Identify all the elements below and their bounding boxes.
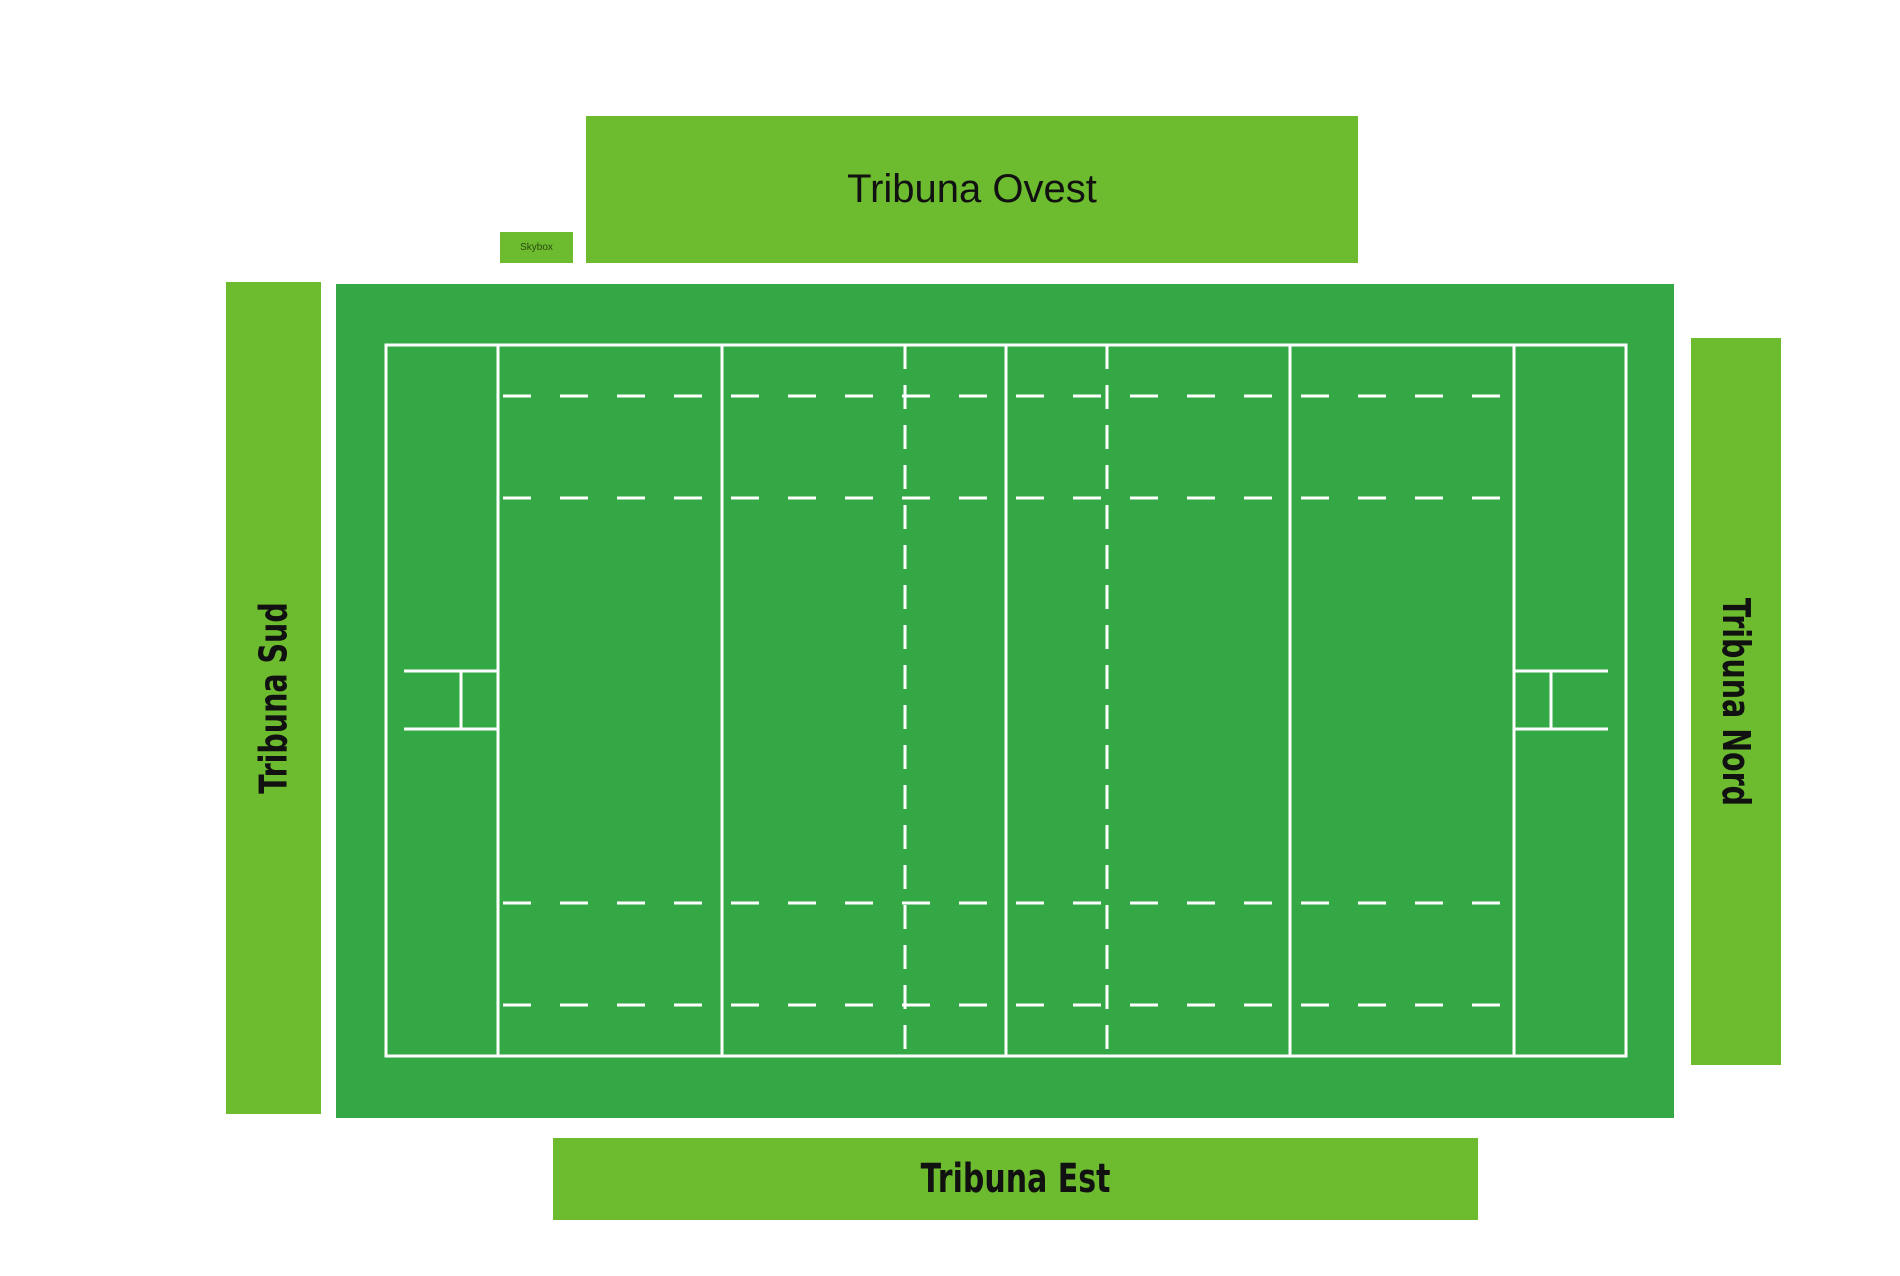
goal-posts-right (1514, 669, 1608, 731)
stand-tribuna-ovest-label: Tribuna Ovest (847, 167, 1097, 211)
rugby-field (336, 284, 1674, 1118)
stand-tribuna-ovest[interactable]: Tribuna Ovest (586, 116, 1358, 263)
stand-tribuna-nord[interactable]: Tribuna Nord (1691, 338, 1781, 1065)
stand-tribuna-est[interactable]: Tribuna Est (553, 1138, 1478, 1220)
stand-tribuna-nord-label: Tribuna Nord (1714, 597, 1759, 806)
stand-tribuna-est-label: Tribuna Est (920, 1156, 1111, 1202)
stand-small-box[interactable]: Skybox (500, 232, 573, 263)
stand-small-box-label: Skybox (520, 242, 553, 253)
stand-tribuna-sud[interactable]: Tribuna Sud (226, 282, 321, 1114)
goal-posts-left (404, 669, 498, 731)
stand-tribuna-sud-label: Tribuna Sud (251, 602, 296, 794)
field-markings (384, 343, 1628, 1058)
